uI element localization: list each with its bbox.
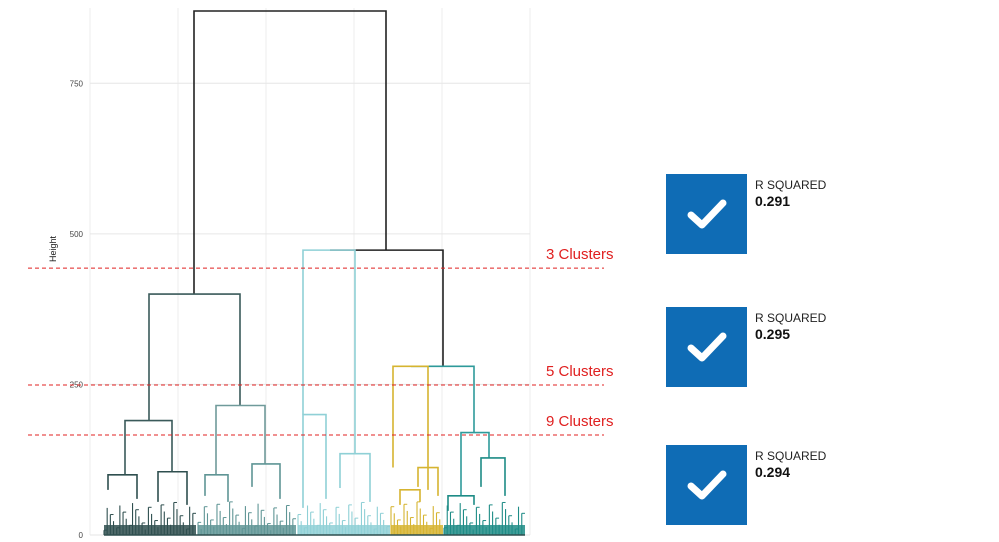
dendrogram-branch — [330, 249, 444, 367]
y-axis-label: Height — [48, 235, 58, 262]
metric-card-2: R SQUARED 0.295 — [666, 307, 846, 389]
metric-label: R SQUARED — [755, 449, 827, 463]
cut-line-label: 5 Clusters — [546, 363, 614, 380]
checkmark-icon — [666, 174, 747, 254]
dendrogram-branch — [447, 495, 475, 511]
cut-line-label: 9 Clusters — [546, 413, 614, 430]
y-tick-label: 500 — [70, 230, 84, 239]
dendrogram-branch — [399, 489, 421, 505]
metric-card-1: R SQUARED 0.291 — [666, 174, 846, 256]
dendrogram-branch — [392, 365, 429, 490]
y-tick-label: 250 — [70, 380, 84, 389]
metric-value: 0.295 — [755, 326, 791, 342]
cut-line-label: 3 Clusters — [546, 246, 614, 263]
dendrogram-leaf-band — [198, 525, 296, 535]
metric-value: 0.294 — [755, 464, 791, 480]
dendrogram-chart: 0 250 500 750 3 Clusters 5 Clusters 9 Clusters… — [28, 8, 614, 540]
checkmark-icon — [666, 307, 747, 387]
dendrogram-branch — [124, 419, 173, 475]
dendrogram-branch — [215, 404, 266, 475]
dendrogram-branch — [460, 431, 490, 496]
dendrogram-leaf-band — [444, 525, 525, 535]
y-tick-label: 0 — [79, 531, 84, 540]
dendrogram-plot: 0 250 500 750 3 Clusters 5 Clusters 9 Clusters — [28, 8, 614, 540]
dendrogram-branch — [411, 365, 475, 433]
metric-value: 0.291 — [755, 193, 791, 209]
dendrogram-branch — [193, 10, 387, 295]
dendrogram-branch — [204, 473, 229, 502]
dendrogram-branch — [157, 470, 188, 505]
metric-card-3: R SQUARED 0.294 — [666, 445, 846, 527]
dendrogram-branch — [148, 293, 241, 421]
dendrogram-leaf-band — [298, 525, 390, 535]
dendrogram-leaf-band — [391, 525, 443, 535]
metric-label: R SQUARED — [755, 178, 827, 192]
y-tick-label: 750 — [70, 79, 84, 88]
dendrogram-branch — [339, 452, 371, 502]
dendrogram-leaf-band — [104, 525, 196, 535]
dendrogram-branch — [251, 463, 281, 499]
metric-label: R SQUARED — [755, 311, 827, 325]
checkmark-icon — [666, 445, 747, 525]
dendrogram-branch — [417, 466, 439, 496]
dendrogram-branch — [302, 249, 356, 454]
dendrogram-branch — [302, 413, 327, 508]
dendrogram-branch — [107, 473, 138, 499]
dendrogram-branch — [480, 457, 506, 496]
